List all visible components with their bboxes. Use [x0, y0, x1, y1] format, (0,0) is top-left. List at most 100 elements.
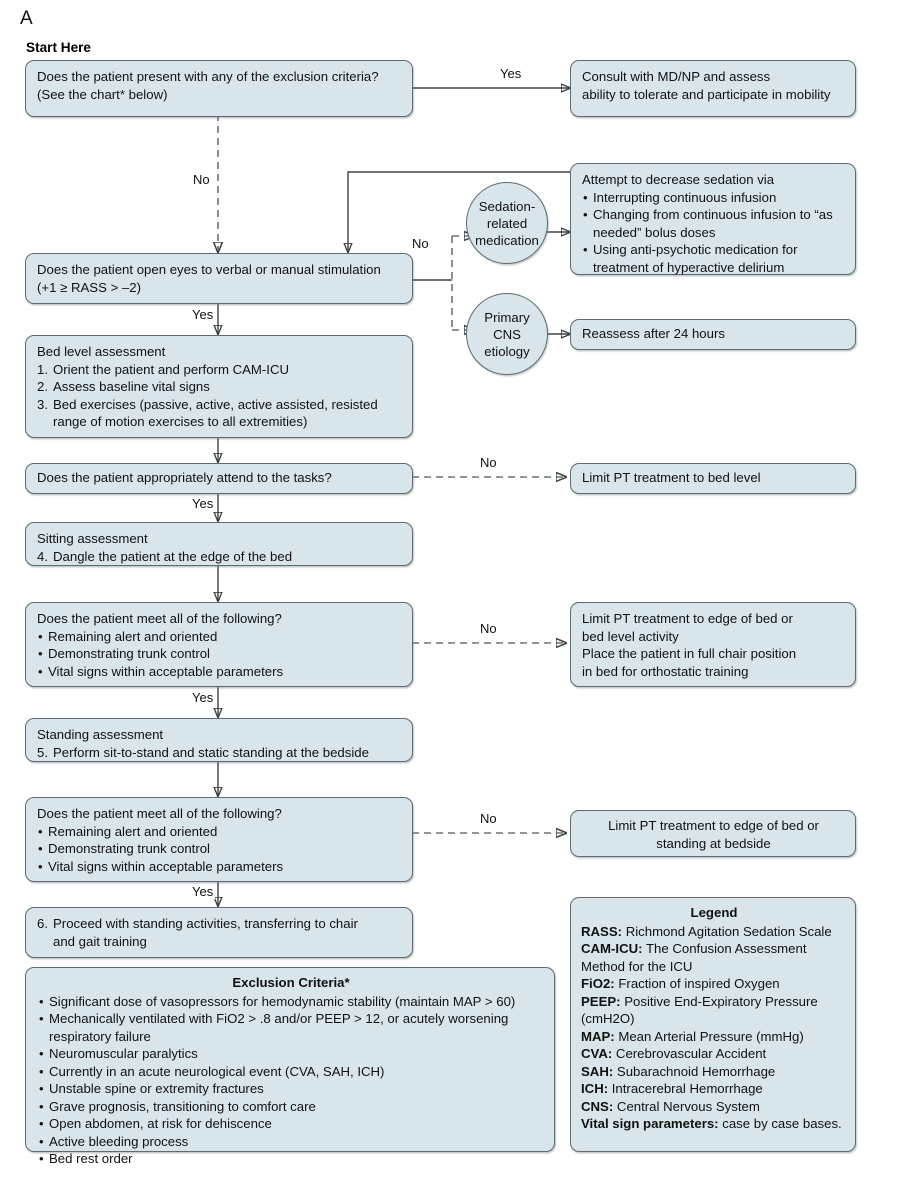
legend-def-cam-icu: The Confusion Assessment Method for the …: [581, 941, 807, 974]
proceed-standing-line1: Proceed with standing activities, transf…: [53, 916, 358, 931]
limit-edge-bed-line4: in bed for orthostatic training: [582, 663, 749, 679]
node-sedation-related-medication[interactable]: Sedation- related medication: [466, 182, 548, 264]
panel-exclusion-criteria: Exclusion Criteria* Significant dose of …: [25, 967, 555, 1167]
standing-title: Standing assessment: [37, 727, 164, 742]
legend-def-vital-sign: case by case bases.: [718, 1116, 842, 1131]
limit-bed-level-line1: Limit PT treatment to bed level: [582, 470, 761, 485]
cns-circle-line1: Primary: [484, 309, 530, 325]
limit-standing-line1: Limit PT treatment to edge of bed or: [608, 818, 819, 833]
legend-def-peep: Positive End-Expiratory Pressure (cmH2O): [581, 993, 818, 1027]
edge-label-no-meet1: No: [478, 621, 499, 636]
bed-level-item-3: 3. Bed exercises (passive, active, active…: [37, 396, 402, 431]
exclusion-criteria-item-5: Unstable spine or extremity fractures: [38, 1080, 544, 1098]
legend-def-cva: Cerebrovascular Accident: [612, 1046, 767, 1061]
standing-item-1-text: Perform sit-to-stand and static standing…: [53, 744, 369, 760]
exclusion-criteria-item-9: Bed rest order: [38, 1150, 544, 1168]
meet-all-2-bullet-3: Vital signs within acceptable parameters: [37, 858, 402, 876]
edge-label-yes-meet1: Yes: [190, 690, 216, 705]
node-proceed-standing-activities[interactable]: 6. Proceed with standing activities, tran…: [25, 907, 413, 958]
panel-letter: A: [20, 8, 33, 29]
meet-all-1-bullet-3: Vital signs within acceptable parameters: [37, 663, 402, 681]
decrease-sedation-bullet-2: Changing from continuous infusion to “as…: [582, 206, 845, 241]
bed-level-item-1-text: Orient the patient and perform CAM-ICU: [53, 361, 290, 377]
node-limit-bed-level[interactable]: Limit PT treatment to bed level: [570, 463, 856, 494]
meet-all-2-bullet-1: Remaining alert and oriented: [37, 823, 402, 841]
node-sitting-assessment[interactable]: Sitting assessment 4.Dangle the patient …: [25, 522, 413, 566]
node-exclusion-question[interactable]: Does the patient present with any of the…: [25, 60, 413, 117]
legend-def-map: Mean Arterial Pressure (mmHg): [614, 1028, 804, 1044]
cns-circle-line3: etiology: [484, 343, 530, 359]
node-meet-all-following-1[interactable]: Does the patient meet all of the followi…: [25, 602, 413, 687]
node-limit-edge-of-bed[interactable]: Limit PT treatment to edge of bed or bed…: [570, 602, 856, 687]
limit-edge-bed-line2: bed level activity: [582, 628, 679, 644]
node-consult-md-np[interactable]: Consult with MD/NP and assess ability to…: [570, 60, 856, 117]
edge-label-no-exclusion: No: [191, 172, 212, 187]
node-primary-cns-etiology[interactable]: Primary CNS etiology: [466, 293, 548, 375]
exclusion-criteria-item-8: Active bleeding process: [38, 1133, 544, 1151]
sitting-item-1: 4.Dangle the patient at the edge of the …: [37, 548, 402, 566]
decrease-sedation-title: Attempt to decrease sedation via: [582, 172, 775, 187]
bed-level-item-1-number: 1.: [37, 361, 48, 377]
proceed-standing-item: 6. Proceed with standing activities, tran…: [37, 915, 402, 933]
legend-term-sah: SAH:: [581, 1063, 614, 1079]
legend-entry-cam-icu: CAM-ICU: The Confusion Assessment Method…: [581, 940, 847, 975]
legend-term-cns: CNS:: [581, 1098, 614, 1114]
legend-title: Legend: [690, 905, 738, 920]
legend-def-fio2: Fraction of inspired Oxygen: [614, 976, 780, 991]
legend-term-fio2: FiO2:: [581, 976, 615, 991]
limit-edge-bed-line1: Limit PT treatment to edge of bed or: [582, 611, 793, 626]
edge-label-no-openeyes: No: [410, 236, 431, 251]
bed-level-item-3-number: 3.: [37, 396, 48, 412]
legend-entry-ich: ICH: Intracerebral Hemorrhage: [581, 1080, 847, 1098]
legend-entry-fio2: FiO2: Fraction of inspired Oxygen: [581, 975, 847, 993]
legend-term-map: MAP:: [581, 1028, 615, 1044]
legend-term-vital-sign: Vital sign parameters:: [581, 1116, 719, 1131]
legend-term-cva: CVA:: [581, 1046, 613, 1061]
sedation-circle-line1: Sedation-: [478, 198, 536, 214]
node-meet-all-following-2[interactable]: Does the patient meet all of the followi…: [25, 797, 413, 882]
meet-all-1-bullet-2: Demonstrating trunk control: [37, 645, 402, 663]
node-limit-standing-bedside[interactable]: Limit PT treatment to edge of bed or sta…: [570, 810, 856, 857]
meet-all-2-title: Does the patient meet all of the followi…: [37, 806, 282, 821]
exclusion-criteria-item-2: Mechanically ventilated with FiO2 > .8 a…: [38, 1010, 544, 1045]
legend-term-cam-icu: CAM-ICU:: [581, 941, 643, 956]
bed-level-item-2: 2.Assess baseline vital signs: [37, 378, 402, 396]
sedation-circle-line2: related: [486, 215, 528, 231]
start-here-label: Start Here: [26, 40, 91, 55]
node-reassess-24-hours[interactable]: Reassess after 24 hours: [570, 319, 856, 350]
edge-label-yes-tasks: Yes: [190, 496, 216, 511]
consult-line1: Consult with MD/NP and assess: [582, 69, 771, 84]
exclusion-criteria-title: Exclusion Criteria*: [232, 975, 350, 990]
decrease-sedation-bullet-3: Using anti-psychotic medication for trea…: [582, 241, 845, 276]
standing-item-1: 5.Perform sit-to-stand and static standi…: [37, 744, 402, 762]
open-eyes-line2: (+1 ≥ RASS > –2): [37, 279, 141, 295]
meet-all-1-bullet-1: Remaining alert and oriented: [37, 628, 402, 646]
consult-line2: ability to tolerate and participate in m…: [582, 86, 831, 102]
bed-level-item-2-number: 2.: [37, 379, 48, 394]
exclusion-criteria-item-4: Currently in an acute neurological event…: [38, 1063, 544, 1081]
node-decrease-sedation[interactable]: Attempt to decrease sedation via Interru…: [570, 163, 856, 275]
sitting-item-1-text: Dangle the patient at the edge of the be…: [53, 548, 293, 564]
panel-legend: Legend RASS: Richmond Agitation Sedation…: [570, 897, 856, 1152]
bed-level-item-3-text: Bed exercises (passive, active, active a…: [53, 396, 378, 430]
meet-all-1-title: Does the patient meet all of the followi…: [37, 611, 282, 626]
reassess-line1: Reassess after 24 hours: [582, 326, 725, 341]
legend-entry-peep: PEEP: Positive End-Expiratory Pressure (…: [581, 993, 847, 1028]
node-attend-tasks-question[interactable]: Does the patient appropriately attend to…: [25, 463, 413, 494]
legend-entry-cva: CVA: Cerebrovascular Accident: [581, 1045, 847, 1063]
node-bed-level-assessment[interactable]: Bed level assessment 1. Orient the patien…: [25, 335, 413, 438]
proceed-standing-number: 6.: [37, 916, 48, 931]
legend-def-ich: Intracerebral Hemorrhage: [608, 1081, 763, 1096]
bed-level-item-1: 1. Orient the patient and perform CAM-ICU: [37, 361, 402, 379]
cns-circle-line2: CNS: [493, 326, 521, 342]
exclusion-criteria-item-3: Neuromuscular paralytics: [38, 1045, 544, 1063]
node-standing-assessment[interactable]: Standing assessment 5.Perform sit-to-sta…: [25, 718, 413, 762]
sedation-circle-line3: medication: [475, 232, 539, 248]
exclusion-question-line1: Does the patient present with any of the…: [37, 69, 379, 84]
legend-def-sah: Subarachnoid Hemorrhage: [613, 1063, 776, 1079]
exclusion-criteria-item-6: Grave prognosis, transitioning to comfor…: [38, 1098, 544, 1116]
legend-def-cns: Central Nervous System: [613, 1098, 760, 1114]
node-open-eyes-question[interactable]: Does the patient open eyes to verbal or …: [25, 253, 413, 304]
bed-level-title: Bed level assessment: [37, 344, 166, 359]
